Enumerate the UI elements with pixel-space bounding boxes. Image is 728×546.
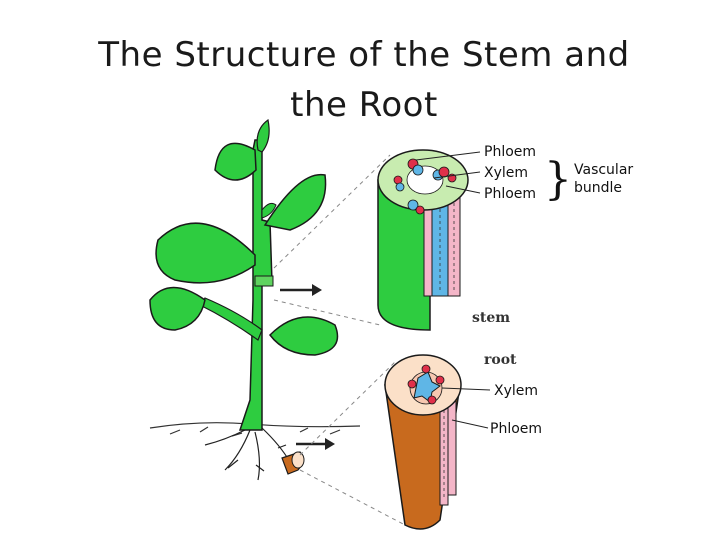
root-label-xylem: Xylem (494, 383, 538, 399)
plant-roots (204, 427, 291, 481)
leaf-top-right (263, 173, 327, 231)
stem-cylinder-body (377, 179, 431, 331)
root-phloem-dots (407, 364, 445, 405)
stem-caption: stem (472, 310, 510, 326)
stem-cross-section: Phloem Xylem Phloem } Vascular bundle st… (377, 144, 633, 331)
leaf-top-left (214, 142, 257, 181)
vascular-bundle-label-line2: bundle (574, 180, 622, 196)
lower-branch (199, 297, 263, 341)
root-cross-section: root Xylem Phloem (384, 352, 542, 530)
guide-lines (273, 154, 406, 526)
root-label-phloem: Phloem (490, 421, 542, 437)
stem-label-xylem: Xylem (484, 165, 528, 181)
leaf-lower-right (269, 316, 339, 356)
bud-top (256, 118, 270, 153)
bud-side (261, 202, 277, 219)
stem-label-phloem-bottom: Phloem (484, 186, 536, 202)
vascular-bundle-label-line1: Vascular (574, 162, 633, 178)
title-line-2: the Root (290, 85, 438, 125)
title-line-1: The Structure of the Stem and (98, 35, 630, 75)
plant-illustration (149, 118, 361, 481)
leaf-left-large (155, 222, 256, 284)
stem-vascular-bundles (393, 158, 457, 215)
root-cut-face (291, 451, 305, 469)
slide-title: The Structure of the Stem and the Root (40, 30, 688, 130)
stem-label-phloem-top: Phloem (484, 144, 536, 160)
leaf-lower-left (149, 286, 206, 331)
stem-cut-band (254, 275, 274, 287)
pointer-arrows (280, 284, 335, 450)
root-caption: root (484, 352, 517, 368)
vascular-brace: } (544, 154, 572, 205)
